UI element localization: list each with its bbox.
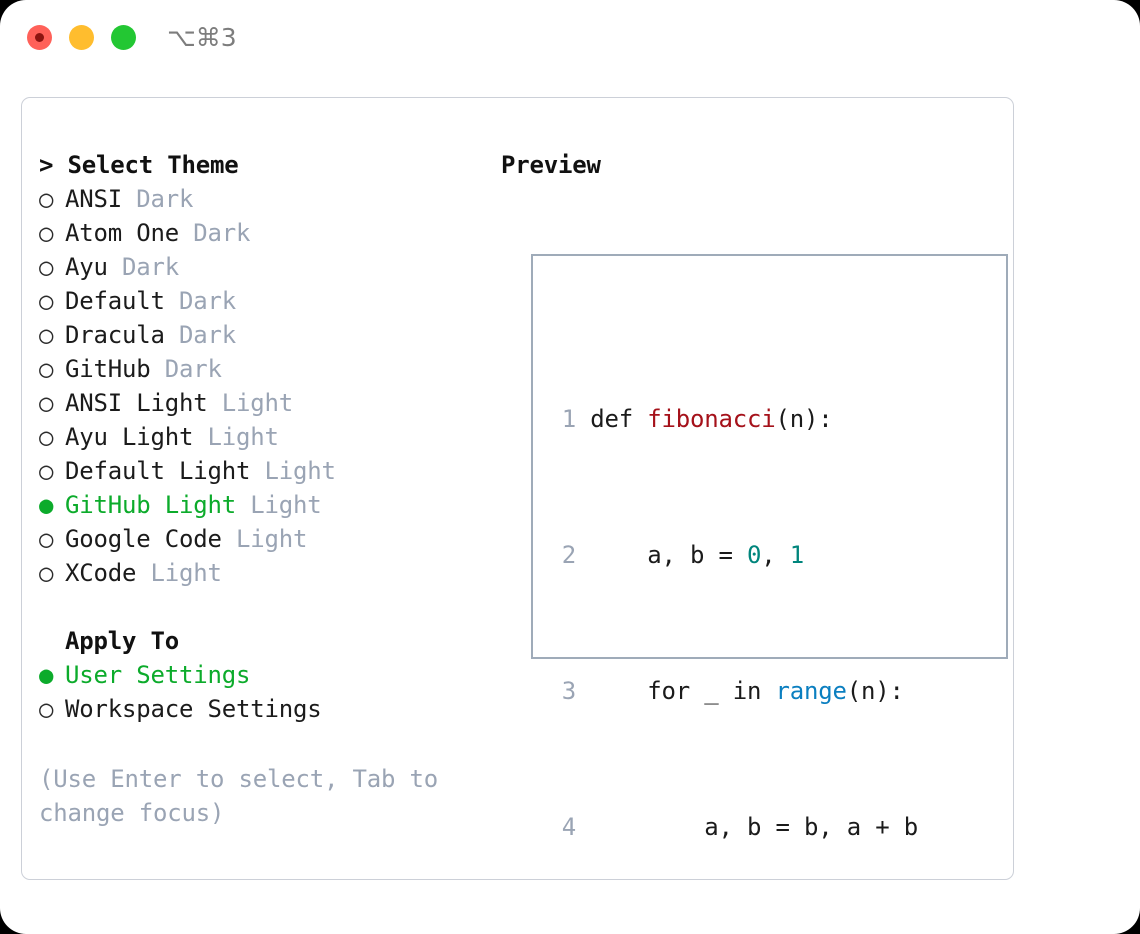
- theme-option-label: GitHub Light: [65, 491, 236, 519]
- theme-option-list: ○ ANSI Dark ○ Atom One Dark ○ Ayu Dark ○ Def…: [39, 182, 479, 590]
- apply-to-option-user-settings[interactable]: ● User Settings: [39, 658, 479, 692]
- content-panel: > Select Theme ○ ANSI Dark ○ Atom One Dark…: [21, 97, 1014, 880]
- theme-option-label: ANSI Light: [65, 389, 208, 417]
- code-token: (n):: [846, 677, 904, 705]
- title-bar: ⌥⌘3: [0, 0, 1140, 78]
- code-token-number: 0: [747, 541, 762, 569]
- radio-icon: ○: [39, 423, 54, 451]
- line-number: 3: [561, 677, 576, 705]
- code-token-builtin: range: [775, 677, 847, 705]
- radio-icon: ○: [39, 185, 54, 213]
- theme-option-label: Default Light: [65, 457, 251, 485]
- theme-option-suffix: Light: [150, 559, 222, 587]
- theme-option-suffix: Dark: [122, 253, 179, 281]
- keyboard-shortcut-label: ⌥⌘3: [167, 23, 237, 52]
- radio-icon: ○: [39, 321, 54, 349]
- theme-option-suffix: Light: [221, 389, 293, 417]
- keyboard-hint-text: (Use Enter to select, Tab to change focu…: [39, 765, 438, 827]
- code-token: for _ in: [590, 677, 776, 705]
- line-number: 1: [561, 405, 576, 433]
- theme-option-label: Default: [65, 287, 165, 315]
- code-line: 4 a, b = b, a + b: [552, 810, 961, 844]
- apply-to-option-label: Workspace Settings: [65, 695, 322, 723]
- theme-option-google-code[interactable]: ○ Google Code Light: [39, 522, 479, 556]
- radio-icon: ○: [39, 389, 54, 417]
- theme-option-xcode[interactable]: ○ XCode Light: [39, 556, 479, 590]
- theme-option-ansi-light[interactable]: ○ ANSI Light Light: [39, 386, 479, 420]
- apply-to-option-list: ● User Settings ○ Workspace Settings: [39, 658, 479, 726]
- preview-code: 1 def fibonacci(n): 2 a, b = 0, 1 3 for …: [552, 300, 961, 934]
- line-number: 2: [561, 541, 576, 569]
- focus-caret: >: [39, 151, 68, 179]
- theme-option-github-light[interactable]: ● GitHub Light Light: [39, 488, 479, 522]
- preview-box: 1 def fibonacci(n): 2 a, b = 0, 1 3 for …: [531, 254, 1008, 841]
- apply-to-option-label: User Settings: [65, 661, 251, 689]
- code-line: 2 a, b = 0, 1: [552, 538, 961, 572]
- theme-picker-column: > Select Theme ○ ANSI Dark ○ Atom One Dark…: [39, 148, 479, 830]
- theme-option-label: ANSI: [65, 185, 122, 213]
- code-token: def: [590, 405, 648, 433]
- code-token: (n):: [775, 405, 833, 433]
- apply-to-option-workspace-settings[interactable]: ○ Workspace Settings: [39, 692, 479, 726]
- theme-option-suffix: Dark: [179, 287, 236, 315]
- apply-to-heading: Apply To: [65, 627, 179, 655]
- minimize-window-button[interactable]: [69, 25, 94, 50]
- code-token-number: 1: [789, 541, 804, 569]
- radio-icon: ○: [39, 253, 54, 281]
- theme-option-atom-one[interactable]: ○ Atom One Dark: [39, 216, 479, 250]
- radio-selected-icon: ●: [39, 661, 54, 689]
- theme-option-default-light[interactable]: ○ Default Light Light: [39, 454, 479, 488]
- theme-option-label: Google Code: [65, 525, 222, 553]
- theme-option-github[interactable]: ○ GitHub Dark: [39, 352, 479, 386]
- radio-selected-icon: ●: [39, 491, 54, 519]
- radio-icon: ○: [39, 559, 54, 587]
- radio-icon: ○: [39, 355, 54, 383]
- theme-option-label: Dracula: [65, 321, 165, 349]
- theme-option-default[interactable]: ○ Default Dark: [39, 284, 479, 318]
- maximize-window-button[interactable]: [111, 25, 136, 50]
- theme-option-ansi[interactable]: ○ ANSI Dark: [39, 182, 479, 216]
- preview-column: Preview 1 def fibonacci(n): 2 a, b = 0, …: [501, 148, 1008, 841]
- theme-option-label: Atom One: [65, 219, 179, 247]
- theme-option-suffix: Light: [207, 423, 279, 451]
- theme-option-label: XCode: [65, 559, 137, 587]
- theme-option-suffix: Dark: [164, 355, 222, 383]
- theme-option-suffix: Dark: [179, 321, 236, 349]
- theme-option-label: GitHub: [65, 355, 151, 383]
- code-token: a, b =: [590, 541, 747, 569]
- theme-option-dracula[interactable]: ○ Dracula Dark: [39, 318, 479, 352]
- radio-icon: ○: [39, 695, 54, 723]
- line-number: 4: [561, 813, 576, 841]
- theme-option-suffix: Light: [264, 457, 336, 485]
- code-line: 3 for _ in range(n):: [552, 674, 961, 708]
- theme-option-suffix: Dark: [193, 219, 251, 247]
- radio-icon: ○: [39, 287, 54, 315]
- theme-option-ayu-light[interactable]: ○ Ayu Light Light: [39, 420, 479, 454]
- hint-spacer: [39, 726, 479, 762]
- theme-option-suffix: Light: [250, 491, 322, 519]
- theme-option-suffix: Light: [236, 525, 308, 553]
- radio-icon: ○: [39, 525, 54, 553]
- code-token: a, b = b, a + b: [590, 813, 918, 841]
- code-token: ,: [761, 541, 790, 569]
- code-line: 1 def fibonacci(n):: [552, 402, 961, 436]
- theme-option-suffix: Dark: [136, 185, 194, 213]
- radio-icon: ○: [39, 457, 54, 485]
- close-window-button[interactable]: [27, 25, 52, 50]
- select-theme-heading: > Select Theme: [39, 148, 479, 182]
- traffic-light-controls: [27, 25, 136, 50]
- select-theme-heading-label: Select Theme: [67, 151, 239, 179]
- theme-option-label: Ayu: [65, 253, 108, 281]
- list-spacer: [39, 590, 479, 624]
- theme-option-label: Ayu Light: [65, 423, 194, 451]
- preview-heading: Preview: [501, 151, 601, 179]
- theme-option-ayu[interactable]: ○ Ayu Dark: [39, 250, 479, 284]
- radio-icon: ○: [39, 219, 54, 247]
- code-token-function: fibonacci: [647, 405, 776, 433]
